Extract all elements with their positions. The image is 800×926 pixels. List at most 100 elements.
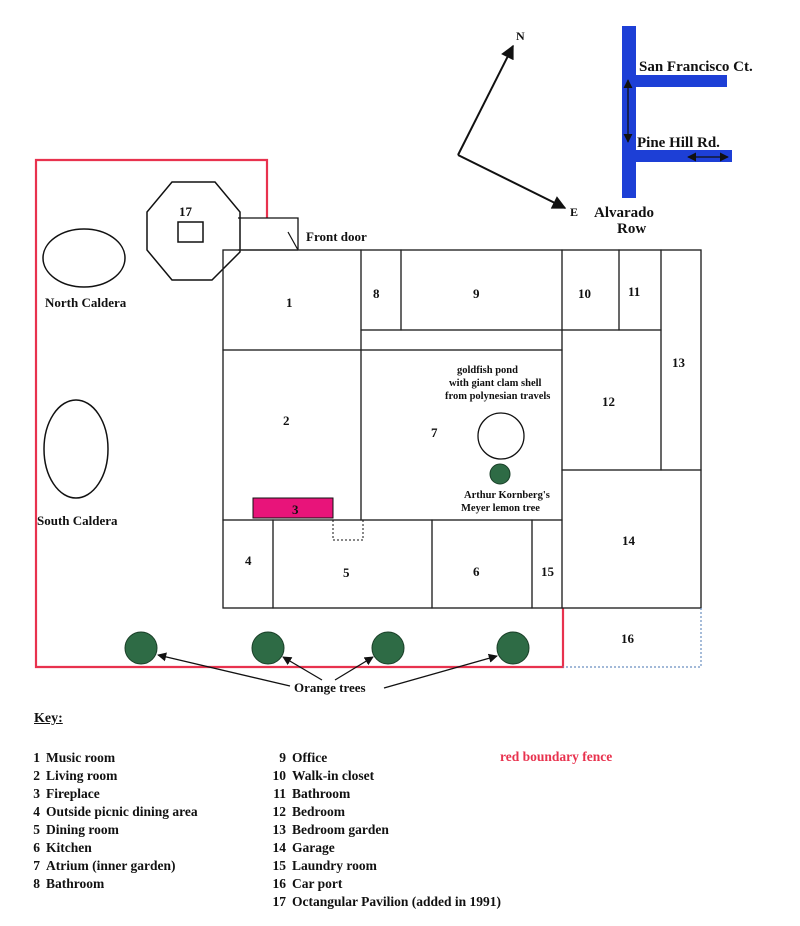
key-item-text: Office	[292, 750, 328, 765]
octagonal-pavilion	[146, 181, 241, 281]
south-caldera-label: South Caldera	[37, 513, 118, 528]
key-item-number: 16	[272, 876, 287, 891]
room-13-number: 13	[672, 355, 686, 370]
key-item-number: 12	[272, 804, 287, 819]
key-item-text: Walk-in closet	[292, 768, 375, 783]
key-item-number: 10	[272, 768, 287, 783]
orange-tree	[124, 631, 158, 665]
key-item-text: Dining room	[46, 822, 119, 837]
key-item-text: Living room	[46, 768, 118, 783]
key-item-text: Outside picnic dining area	[46, 804, 198, 819]
house: 1 8 9 10 11 13 12 2 7 14 4 5	[222, 249, 702, 609]
key-item-7: 7 Atrium (inner garden)	[22, 857, 198, 875]
key-item-5: 5 Dining room	[22, 821, 198, 839]
key-item-text: Kitchen	[46, 840, 92, 855]
compass-north-arrow	[457, 44, 514, 156]
orange-tree	[251, 631, 285, 665]
pond-label-line3: from polynesian travels	[445, 391, 550, 402]
room-14-number: 14	[622, 533, 636, 548]
pond-label-line2: with giant clam shell	[449, 378, 542, 389]
room-7-number: 7	[431, 425, 438, 440]
room-3-fireplace	[252, 497, 334, 519]
room-2-living-room	[222, 349, 362, 521]
key-item-text: Car port	[292, 876, 343, 891]
room-1-number: 1	[286, 295, 293, 310]
room-3-number: 3	[292, 502, 299, 517]
alvarado-row-road	[622, 26, 636, 198]
room-6-number: 6	[473, 564, 480, 579]
lemon-label-line2: Meyer lemon tree	[461, 503, 540, 514]
meyer-lemon-tree	[489, 463, 511, 485]
front-door-label: Front door	[306, 229, 367, 244]
compass: N E	[457, 29, 578, 219]
key-item-text: Music room	[46, 750, 116, 765]
key-item-number: 3	[33, 786, 40, 801]
key-column-2: 9 Office 10 Walk-in closet 11 Bathroom 12 Bedro…	[268, 749, 502, 911]
san-francisco-ct-label: San Francisco Ct.	[639, 59, 753, 75]
dotted-closet	[332, 520, 364, 541]
key-item-text: Bedroom	[292, 804, 345, 819]
north-caldera-label: North Caldera	[45, 295, 127, 310]
san-francisco-ct-road	[622, 75, 727, 87]
key-item-number: 11	[273, 786, 286, 801]
key-item-number: 17	[272, 894, 287, 909]
orange-trees-label: Orange trees	[294, 680, 366, 695]
key-item-text: Atrium (inner garden)	[46, 858, 176, 873]
room-9-number: 9	[473, 286, 480, 301]
fence-key-note: red boundary fence	[500, 749, 613, 764]
key-item-number: 4	[33, 804, 40, 819]
room-9-office	[400, 249, 563, 331]
key-item-text: Garage	[292, 840, 335, 855]
room-15-laundry-room	[531, 519, 563, 609]
orange-tree-pointer	[282, 656, 323, 681]
key-item-text: Bathroom	[292, 786, 351, 801]
pine-hill-rd-road	[622, 150, 732, 162]
room-8-bathroom	[360, 249, 402, 331]
key-title: Key:	[34, 711, 63, 726]
room-8-number: 8	[373, 286, 380, 301]
room-10-number: 10	[578, 286, 591, 301]
orange-tree-pointer	[383, 653, 498, 689]
front-door-swing	[287, 231, 299, 251]
key-item-number: 8	[33, 876, 40, 891]
key-item-text: Bathroom	[46, 876, 105, 891]
room-17-number: 17	[179, 204, 193, 219]
key-item-text: Fireplace	[46, 786, 100, 801]
walkway	[238, 217, 299, 250]
compass-east-arrow	[457, 154, 567, 209]
room-15-number: 15	[541, 564, 555, 579]
room-4-number: 4	[245, 553, 252, 568]
key-item-number: 9	[279, 750, 286, 765]
key-item-number: 14	[272, 840, 287, 855]
orange-tree-pointer	[334, 656, 374, 681]
key-item-number: 15	[272, 858, 287, 873]
compass-east-label: E	[570, 205, 578, 219]
room-6-kitchen	[431, 519, 533, 609]
room-16-number: 16	[621, 631, 635, 646]
lemon-label-line1: Arthur Kornberg's	[464, 490, 550, 501]
key-item-number: 6	[33, 840, 40, 855]
key-item-16: 16 Car port	[268, 875, 501, 893]
key-item-text: Octangular Pavilion (added in 1991)	[292, 894, 502, 909]
key-item-8: 8 Bathroom	[22, 875, 198, 893]
key-item-12: 12 Bedroom	[268, 803, 501, 821]
key-item-14: 14 Garage	[268, 839, 501, 857]
room-11-number: 11	[628, 284, 640, 299]
room-2-number: 2	[283, 413, 290, 428]
house-outline	[222, 249, 702, 609]
orange-tree	[496, 631, 530, 665]
key-item-text: Laundry room	[292, 858, 377, 873]
key-item-4: 4 Outside picnic dining area	[22, 803, 198, 821]
key-item-number: 13	[272, 822, 287, 837]
pond-label-line1: goldfish pond	[457, 365, 518, 376]
key-item-3: 3 Fireplace	[22, 785, 198, 803]
compass-north-label: N	[516, 29, 525, 43]
room-12-number: 12	[602, 394, 615, 409]
goldfish-pond	[477, 412, 525, 460]
key-item-number: 7	[33, 858, 40, 873]
key-item-number: 5	[33, 822, 40, 837]
